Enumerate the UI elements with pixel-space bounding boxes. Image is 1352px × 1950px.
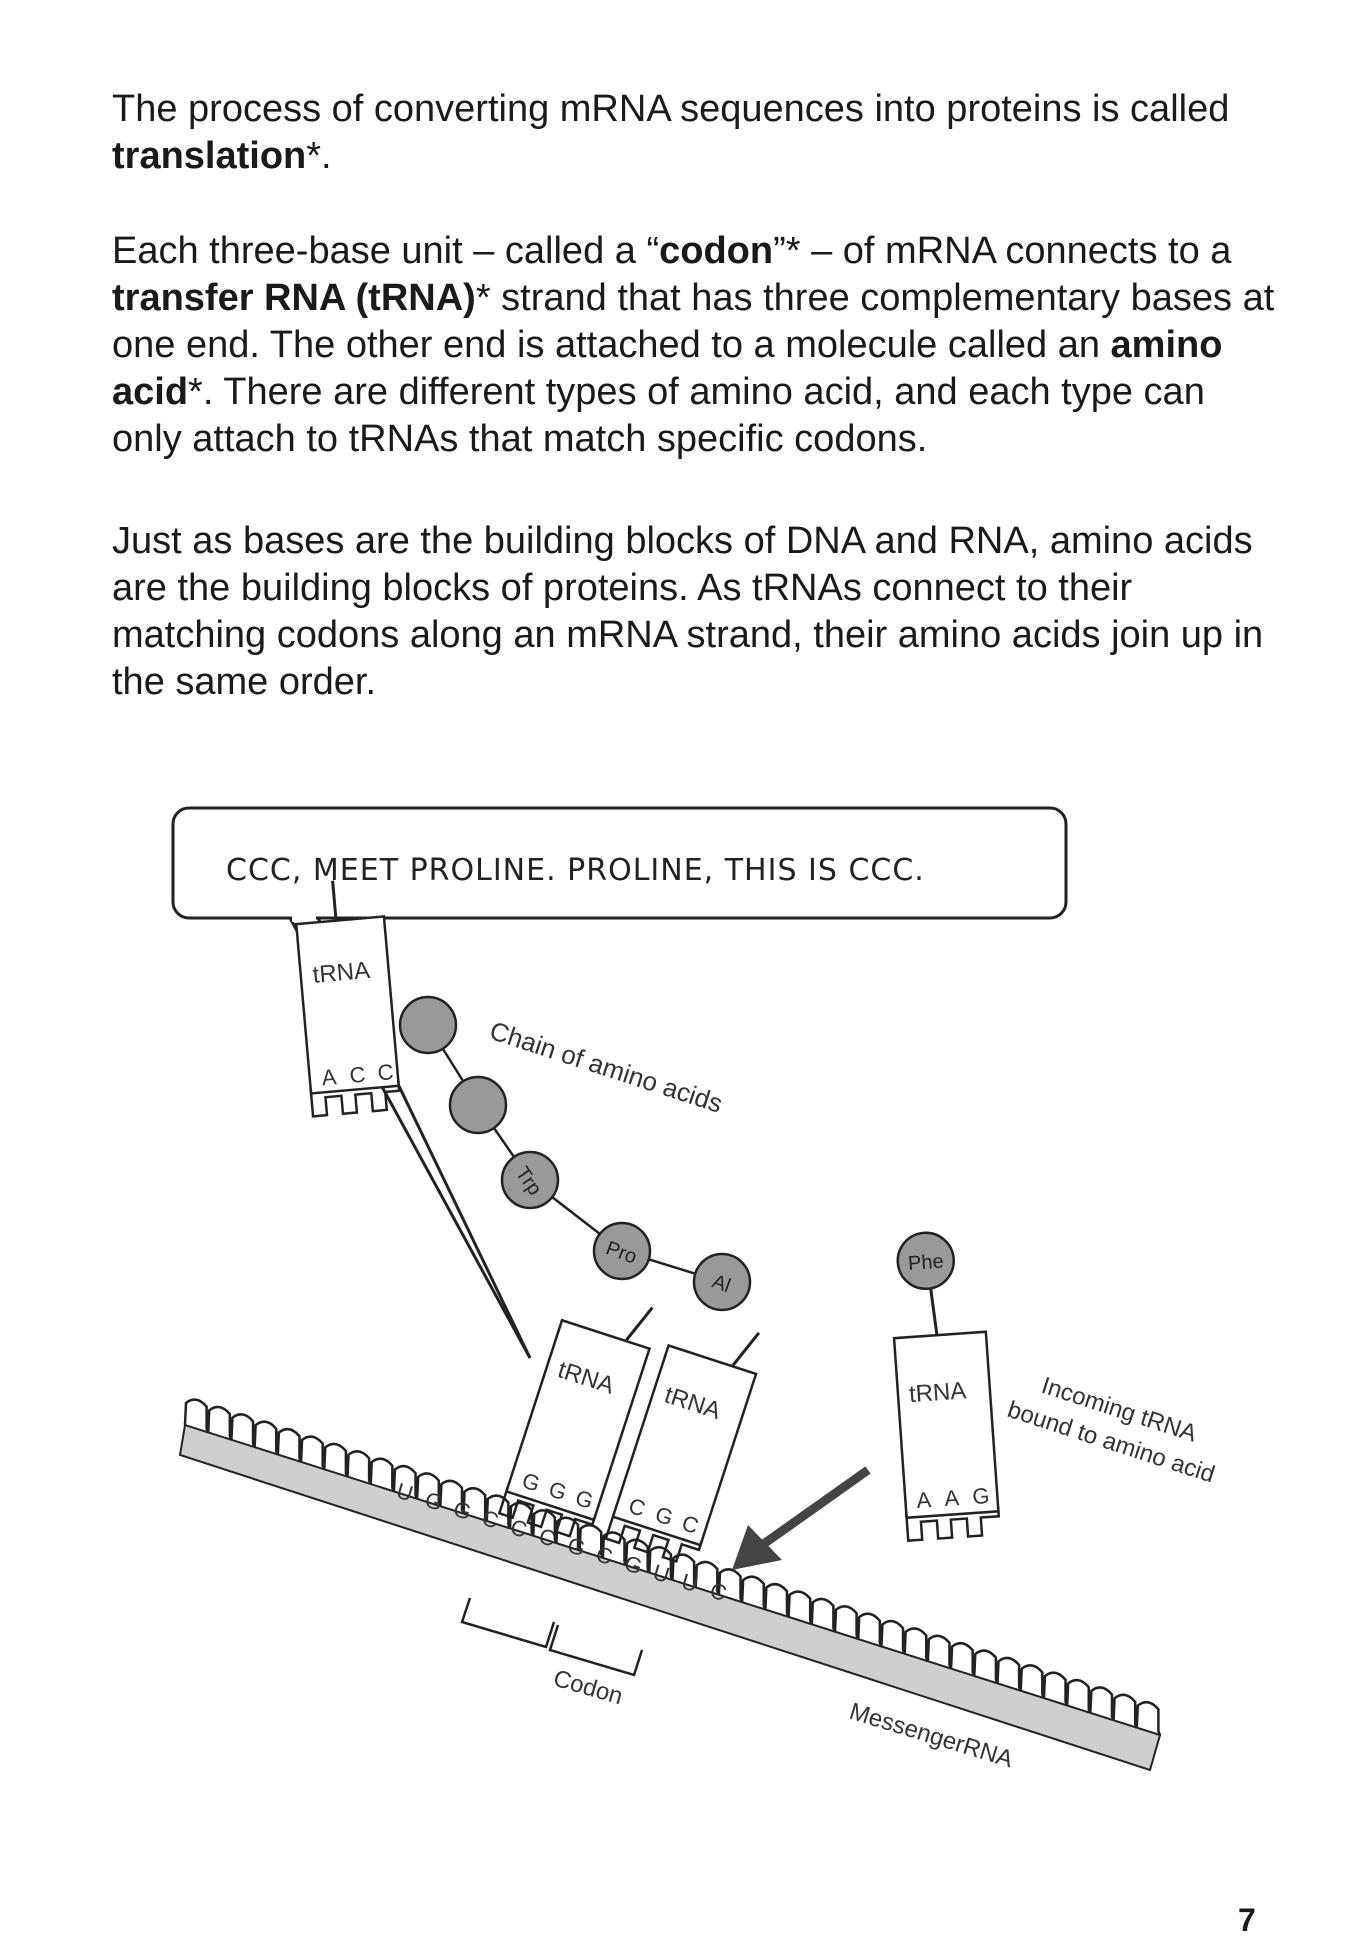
- text-run: *.: [306, 135, 332, 177]
- mrna-base: U: [394, 1478, 417, 1507]
- amino-acid-phe-label: Phe: [907, 1251, 944, 1275]
- anticodon-base: A: [944, 1485, 961, 1511]
- incoming-arrow: [732, 1466, 871, 1570]
- text-run: Just as bases are the building blocks of…: [112, 520, 1264, 703]
- amino-acid-al: [692, 1252, 752, 1312]
- amino-acid-chain: Trp Pro Al Chain of amino acids: [398, 995, 752, 1312]
- text-run: * strand that has three complementary ba…: [112, 277, 1275, 366]
- mrna-base: C: [707, 1578, 730, 1607]
- text-run: The process of converting mRNA sequences…: [112, 88, 1230, 130]
- bold-term: translation: [112, 135, 307, 177]
- trna-free: tRNA A C C: [294, 880, 401, 1118]
- text-run: Each three-base unit – called a “: [112, 230, 660, 272]
- amino-acid-bead: [398, 995, 458, 1055]
- chain-label: Chain of amino acids: [486, 1015, 726, 1119]
- trna-label: tRNA: [908, 1377, 967, 1408]
- incoming-label: Incoming tRNA bound to amino acid: [1004, 1372, 1218, 1488]
- trna-incoming: Phe tRNA A A G: [892, 1231, 1001, 1543]
- bold-term: amino acid: [112, 324, 1223, 413]
- text-run: *. There are different types of amino ac…: [112, 371, 1205, 460]
- building-blocks-paragraph: Just as bases are the building blocks of…: [112, 518, 1282, 706]
- page-number: 7: [1238, 1902, 1256, 1938]
- anticodon-base: A: [916, 1487, 933, 1513]
- mrna-base: C: [479, 1505, 502, 1534]
- codon-paragraph: Each three-base unit – called a “codon”*…: [112, 228, 1282, 463]
- codon-label: Codon: [550, 1665, 625, 1710]
- mrna-base: G: [451, 1496, 475, 1525]
- amino-acid-phe: [896, 1231, 955, 1291]
- amino-acid-trp: [500, 1150, 560, 1210]
- text-run: ”* – of mRNA connects to a: [773, 230, 1232, 272]
- intro-paragraph: The process of converting mRNA sequences…: [112, 86, 1282, 180]
- trna-bound-1: tRNA G G G: [497, 1306, 654, 1538]
- speech-bubble: CCC, MEET PROLINE. PROLINE, THIS IS CCC.: [171, 806, 1068, 1359]
- mrna-base: C: [593, 1541, 616, 1570]
- mrna-base: C: [536, 1523, 559, 1552]
- anticodon-base: C: [626, 1493, 649, 1522]
- anticodon-base: C: [349, 1062, 367, 1088]
- bold-term: transfer RNA (tRNA): [112, 277, 476, 319]
- codon-bracket: Codon: [460, 1597, 644, 1710]
- amino-acid-bead: [448, 1075, 508, 1135]
- bold-term: codon: [659, 230, 774, 272]
- trna-label: tRNA: [312, 957, 371, 989]
- mrna-base: G: [422, 1487, 446, 1516]
- anticodon-base: C: [376, 1059, 394, 1085]
- mrna-base: G: [622, 1550, 646, 1579]
- mrna-base: C: [508, 1514, 531, 1543]
- translation-diagram: CCC, MEET PROLINE. PROLINE, THIS IS CCC.…: [171, 806, 1218, 1773]
- trna-bound-2: tRNA C G C: [604, 1331, 761, 1564]
- anticodon-base: C: [679, 1510, 702, 1539]
- mrna-base: U: [679, 1568, 702, 1597]
- anticodon-base: A: [321, 1064, 338, 1090]
- mrna-base: U: [650, 1559, 673, 1588]
- anticodon-base: G: [971, 1483, 990, 1509]
- mrna-base: G: [565, 1532, 589, 1561]
- amino-acid-pro: [592, 1221, 652, 1281]
- speech-bubble-text: CCC, MEET PROLINE. PROLINE, THIS IS CCC.: [226, 853, 925, 888]
